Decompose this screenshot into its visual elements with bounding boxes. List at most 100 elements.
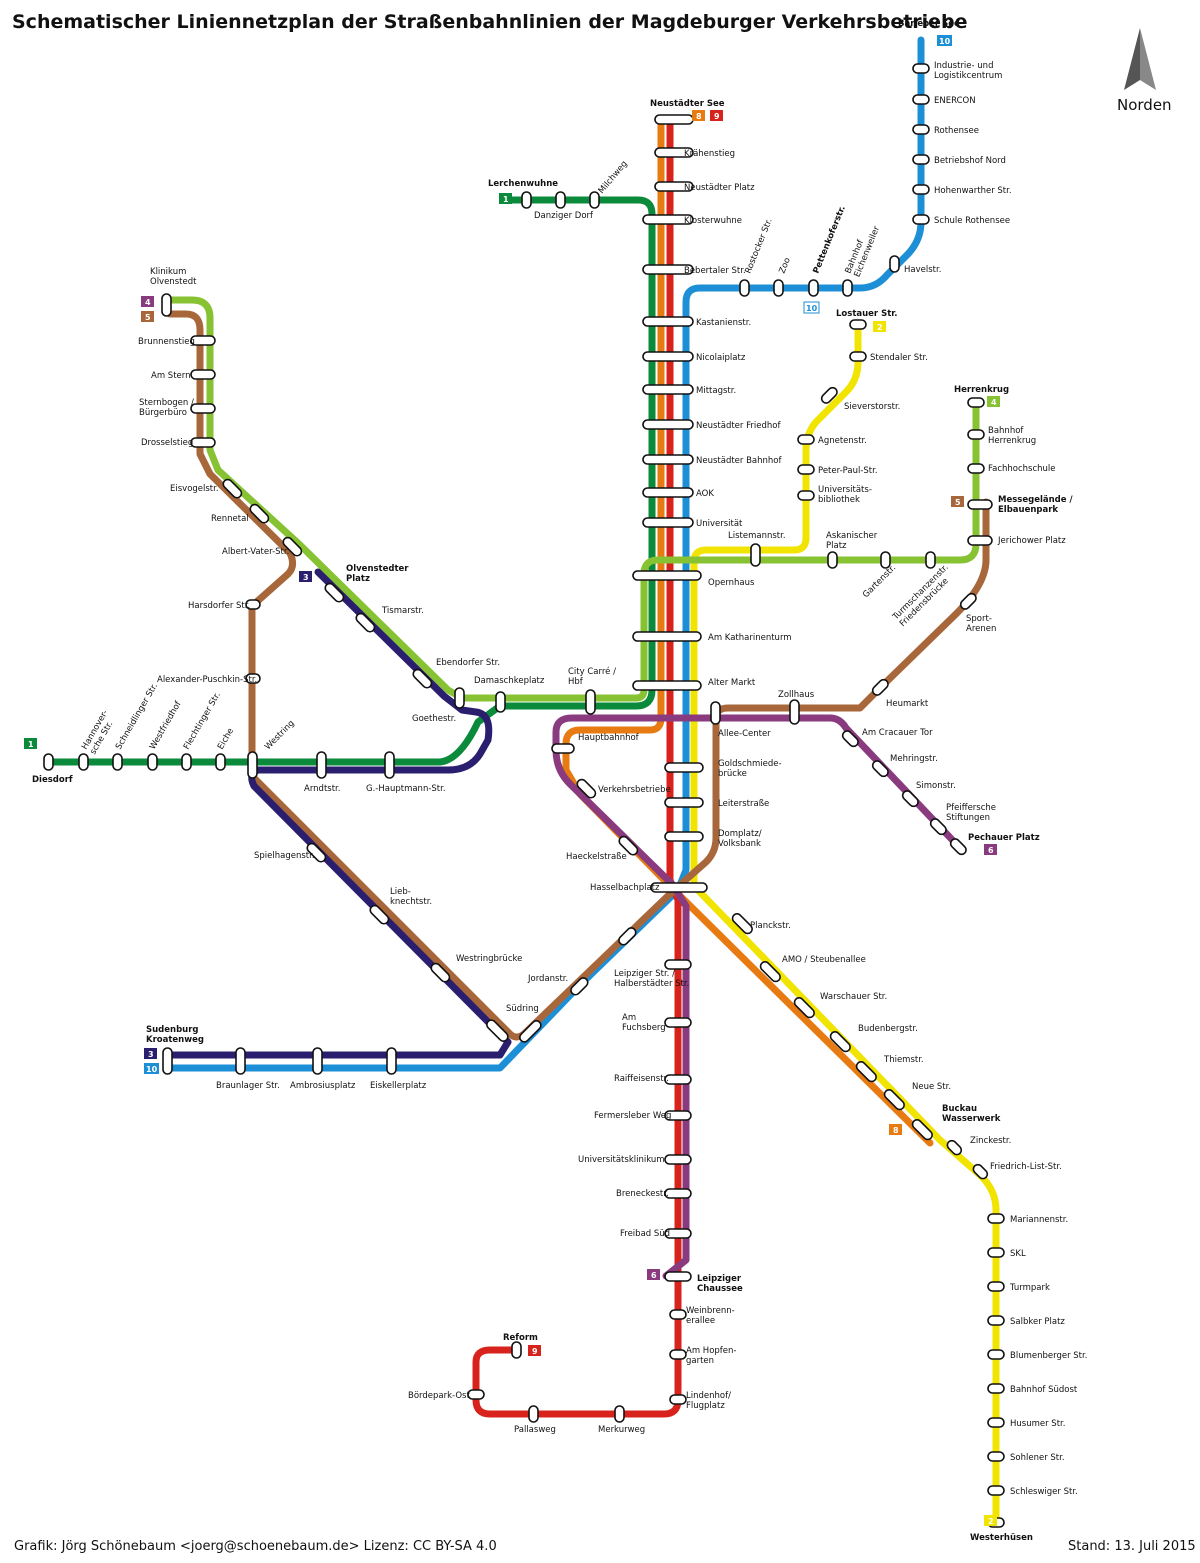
stop-marker[interactable] <box>987 1281 1005 1292</box>
stop-marker[interactable] <box>987 1451 1005 1462</box>
stop-marker[interactable] <box>161 293 172 317</box>
stop-marker[interactable] <box>617 835 639 857</box>
station-unibib[interactable]: Universitäts-bibliothek <box>818 485 872 505</box>
station-peter-paul[interactable]: Peter-Paul-Str. <box>818 466 878 476</box>
station-rennetal[interactable]: Rennetal <box>211 514 249 524</box>
station-sohlener[interactable]: Sohlener Str. <box>1010 1453 1065 1463</box>
terminus-diesdorf[interactable]: Diesdorf <box>32 775 73 785</box>
station-simonstr[interactable]: Simonstr. <box>916 781 956 791</box>
station-boerdepark[interactable]: Bördepark-Ost <box>408 1391 470 1401</box>
station-kraehenstieg[interactable]: Krähenstieg <box>684 149 735 159</box>
stop-marker[interactable] <box>912 214 930 225</box>
station-allee-center[interactable]: Allee-Center <box>718 729 771 739</box>
stop-marker[interactable] <box>551 743 575 754</box>
stop-marker[interactable] <box>912 154 930 165</box>
terminus-lostauer[interactable]: Lostauer Str. <box>836 309 897 319</box>
station-salbker[interactable]: Salbker Platz <box>1010 1317 1065 1327</box>
station-westring[interactable]: Westring <box>263 719 297 753</box>
stop-marker[interactable] <box>739 279 750 297</box>
station-braunlager[interactable]: Braunlager Str. <box>216 1081 280 1091</box>
stop-marker[interactable] <box>664 1154 692 1165</box>
stop-marker[interactable] <box>889 255 900 273</box>
stop-marker[interactable] <box>281 536 303 558</box>
stop-marker[interactable] <box>849 351 867 362</box>
stop-marker[interactable] <box>827 551 838 569</box>
stop-marker[interactable] <box>632 631 702 642</box>
stop-marker[interactable] <box>495 691 506 713</box>
stop-marker[interactable] <box>386 1047 397 1075</box>
station-husumer[interactable]: Husumer Str. <box>1010 1419 1065 1429</box>
terminus-pechauer[interactable]: Pechauer Platz <box>968 833 1040 843</box>
station-damaschkeplatz[interactable]: Damaschkeplatz <box>474 676 545 686</box>
stop-marker[interactable] <box>987 1417 1005 1428</box>
station-city-carre[interactable]: City Carré /Hbf <box>568 666 616 687</box>
station-am-katharinenturm[interactable]: Am Katharinenturm <box>708 633 792 643</box>
stop-marker[interactable] <box>642 316 694 327</box>
station-hauptbahnhof[interactable]: Hauptbahnhof <box>578 733 640 743</box>
stop-marker[interactable] <box>384 751 395 779</box>
stop-marker[interactable] <box>654 181 694 192</box>
station-hasselbachplatz[interactable]: Hasselbachplatz <box>590 883 660 893</box>
stop-marker[interactable] <box>820 386 839 405</box>
station-schleswiger[interactable]: Schleswiger Str. <box>1010 1487 1078 1497</box>
stop-marker[interactable] <box>987 1315 1005 1326</box>
stop-marker[interactable] <box>912 63 930 74</box>
stop-marker[interactable] <box>354 612 376 634</box>
station-klosterwuhne[interactable]: Klosterwuhne <box>684 216 742 226</box>
stop-marker[interactable] <box>808 279 819 297</box>
stop-marker[interactable] <box>190 335 216 346</box>
station-enercon[interactable]: ENERCON <box>934 96 976 106</box>
stop-marker[interactable] <box>664 831 704 842</box>
stop-marker[interactable] <box>972 1163 990 1181</box>
stop-marker[interactable] <box>642 419 694 430</box>
stop-marker[interactable] <box>585 689 596 715</box>
stop-marker[interactable] <box>731 912 754 935</box>
stop-marker[interactable] <box>929 817 948 836</box>
station-bahnhof-suedost[interactable]: Bahnhof Südost <box>1010 1385 1078 1395</box>
station-westfriedhof[interactable]: Westfriedhof <box>148 699 184 752</box>
station-arndtstr[interactable]: Arndtstr. <box>304 784 340 794</box>
station-eiche[interactable]: Eiche <box>216 727 236 752</box>
station-ambrosiusplatz[interactable]: Ambrosiusplatz <box>290 1081 356 1091</box>
stop-marker[interactable] <box>247 751 258 779</box>
stop-marker[interactable] <box>925 551 936 569</box>
station-mittagstr[interactable]: Mittagstr. <box>696 386 736 396</box>
stop-marker[interactable] <box>773 279 784 297</box>
stop-marker[interactable] <box>959 592 978 611</box>
stop-marker[interactable] <box>911 1118 934 1141</box>
stop-marker[interactable] <box>987 1247 1005 1258</box>
stop-marker[interactable] <box>305 842 327 864</box>
stop-marker[interactable] <box>797 464 815 475</box>
stop-marker[interactable] <box>454 687 465 709</box>
station-goldschmiede[interactable]: Goldschmiede-brücke <box>718 759 782 779</box>
stop-marker[interactable] <box>518 1019 543 1044</box>
station-g-hauptmann[interactable]: G.-Hauptmann-Str. <box>366 784 446 794</box>
station-mehringstr[interactable]: Mehringstr. <box>890 754 938 764</box>
stop-marker[interactable] <box>664 762 704 773</box>
station-breneckestr[interactable]: Breneckestr. <box>616 1189 669 1199</box>
terminus-neustaedter-see[interactable]: Neustädter See <box>650 99 725 109</box>
stop-marker[interactable] <box>190 369 216 380</box>
stop-marker[interactable] <box>841 729 860 748</box>
stop-marker[interactable] <box>871 759 890 778</box>
stop-marker[interactable] <box>912 184 930 195</box>
station-stendaler[interactable]: Stendaler Str. <box>870 353 928 363</box>
station-alexander-puschkin[interactable]: Alexander-Puschkin-Str. <box>157 675 257 685</box>
stop-marker[interactable] <box>642 351 694 362</box>
stop-marker[interactable] <box>849 319 867 330</box>
station-bebertaler[interactable]: Bebertaler Str. <box>684 266 746 276</box>
stop-marker[interactable] <box>632 570 702 581</box>
station-albert-vater[interactable]: Albert-Vater-Str. <box>222 547 289 557</box>
station-skl[interactable]: SKL <box>1010 1249 1026 1259</box>
stop-marker[interactable] <box>967 397 985 408</box>
station-leiterstrasse[interactable]: Leiterstraße <box>718 799 769 809</box>
stop-marker[interactable] <box>632 680 702 691</box>
stop-marker[interactable] <box>871 678 890 697</box>
stop-marker[interactable] <box>617 926 638 947</box>
station-planckstr[interactable]: Planckstr. <box>750 921 791 931</box>
stop-marker[interactable] <box>245 673 261 684</box>
station-bahnhof-eichenweiler[interactable]: BahnhofEichenweiler <box>844 221 883 279</box>
stop-marker[interactable] <box>967 535 993 546</box>
station-westringbruecke[interactable]: Westringbrücke <box>456 954 522 964</box>
stop-marker[interactable] <box>664 1188 692 1199</box>
